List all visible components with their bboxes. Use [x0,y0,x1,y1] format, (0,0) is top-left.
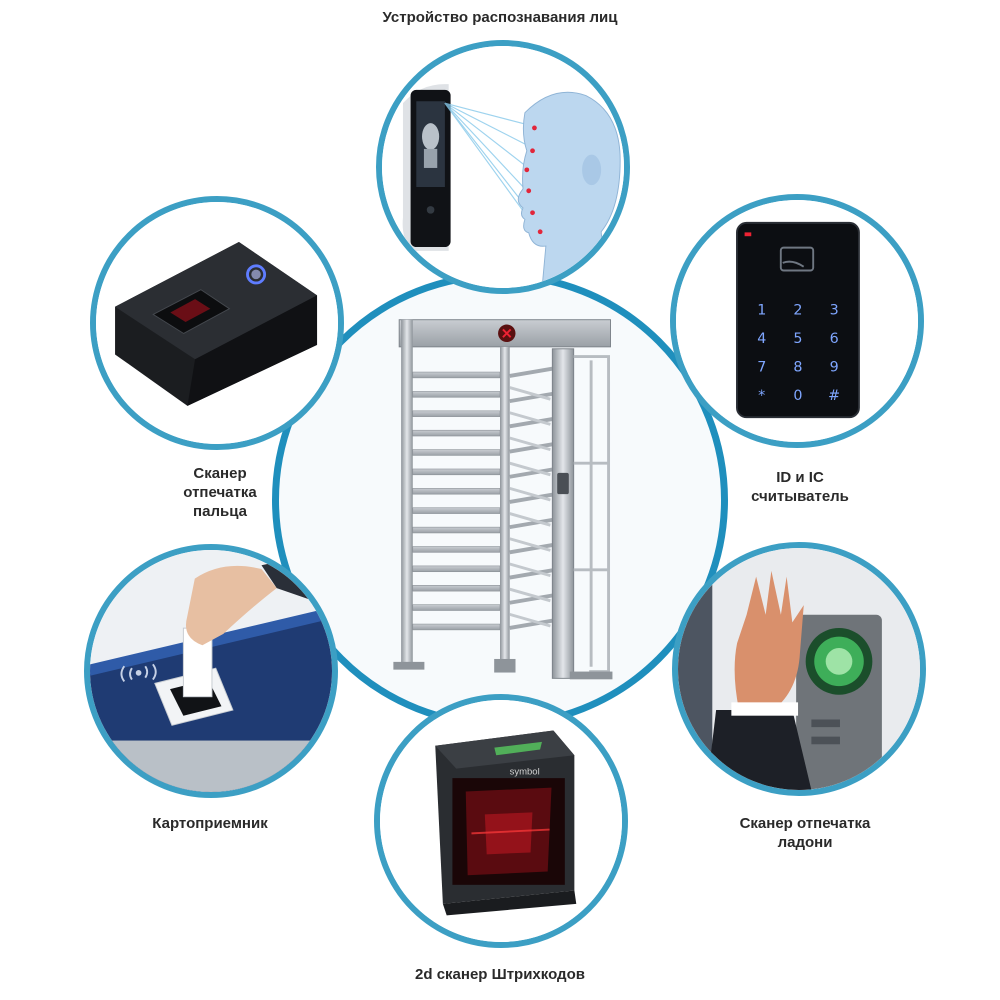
barcode-brand-text: symbol [510,766,540,777]
fingerprint-scanner-circle [90,196,344,450]
palm-scanner-illustration [678,548,920,790]
keypad-key: # [828,388,840,404]
label-id-ic-reader: ID и IC считыватель [751,469,849,505]
card-collector-illustration [90,550,332,792]
turnstile-illustration [393,319,613,680]
label-fingerprint-scanner: Сканер отпечатка пальца [183,465,257,520]
fingerprint-scanner-illustration [96,202,338,444]
keypad-key: 6 [830,331,839,347]
keypad-key: 7 [757,359,766,375]
face-recognition-illustration [382,46,624,288]
face-recognition-circle [376,40,630,294]
label-card-collector: Картоприемник [152,815,268,832]
barcode-scanner-illustration: symbol [380,700,622,942]
id-ic-reader-circle: 1 2 3 4 5 6 7 8 9 * 0 # [670,194,924,448]
keypad-key: 5 [793,331,802,347]
keypad-key: 0 [793,388,802,404]
keypad-key: 4 [757,331,766,347]
label-face-recognition: Устройство распознавания лиц [382,9,618,26]
turnstile-circle [272,272,728,728]
barcode-scanner-circle: symbol [374,694,628,948]
card-collector-circle [84,544,338,798]
keypad-grid: 1 2 3 4 5 6 7 8 9 * 0 # [757,302,840,404]
label-palm-scanner: Сканер отпечатка ладони [739,815,871,851]
keypad-key: 3 [830,302,839,318]
keypad-key: * [758,388,765,404]
palm-scanner-circle [672,542,926,796]
keypad-reader-illustration: 1 2 3 4 5 6 7 8 9 * 0 # [676,200,918,442]
keypad-key: 1 [757,302,766,318]
keypad-key: 8 [793,359,802,375]
label-barcode-scanner: 2d сканер Штрихкодов [415,966,585,983]
keypad-key: 9 [830,359,839,375]
keypad-key: 2 [793,302,802,318]
